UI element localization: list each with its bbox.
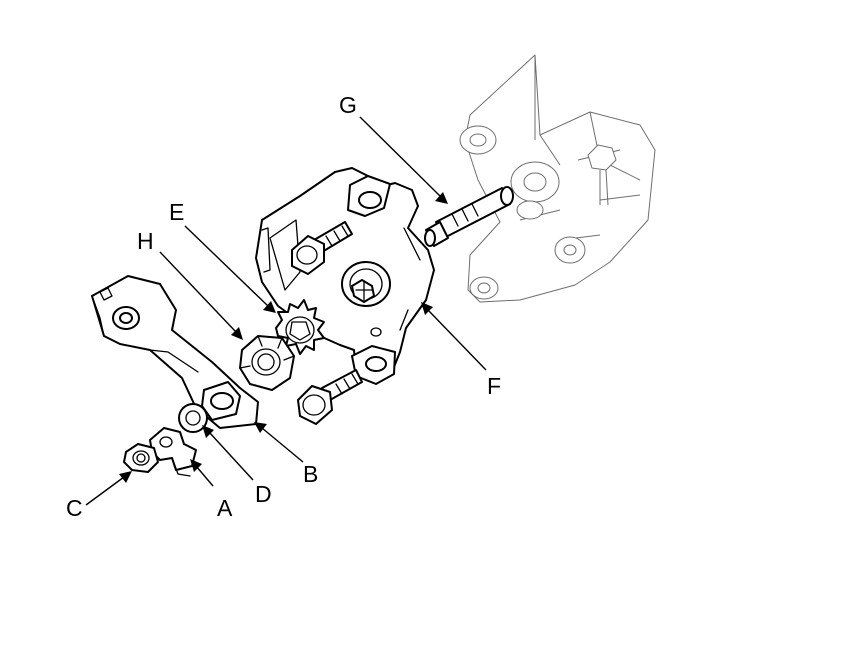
- callout-label-d: D: [255, 481, 272, 507]
- leader-line-e: [184, 225, 276, 313]
- leader-line-c: [85, 471, 132, 506]
- callout-label-h: H: [137, 228, 154, 254]
- leader-line-h: [159, 251, 243, 340]
- connecting-bracket: [149, 427, 197, 477]
- control-lever: [91, 275, 259, 429]
- callout-label-g: G: [339, 92, 357, 118]
- leader-line-a: [190, 459, 214, 487]
- spring-washer: [178, 403, 208, 433]
- lock-washer: [275, 299, 325, 355]
- callout-label-a: A: [217, 495, 233, 521]
- leader-line-g: [359, 116, 448, 204]
- leader-line-b: [254, 422, 304, 463]
- mounting-bolt-lower: [297, 369, 363, 425]
- callout-label-f: F: [487, 373, 501, 399]
- mounting-bolt-upper: [291, 221, 353, 275]
- small-nut: [123, 443, 159, 473]
- callout-label-e: E: [169, 199, 184, 225]
- range-switch-body: [255, 167, 435, 385]
- callout-label-b: B: [303, 461, 318, 487]
- callout-label-c: C: [66, 495, 83, 521]
- shift-shaft: [424, 186, 514, 247]
- hex-nut: [239, 335, 295, 391]
- leader-line-f: [421, 302, 487, 371]
- leader-line-d: [202, 425, 254, 481]
- transmission-housing: [459, 54, 656, 303]
